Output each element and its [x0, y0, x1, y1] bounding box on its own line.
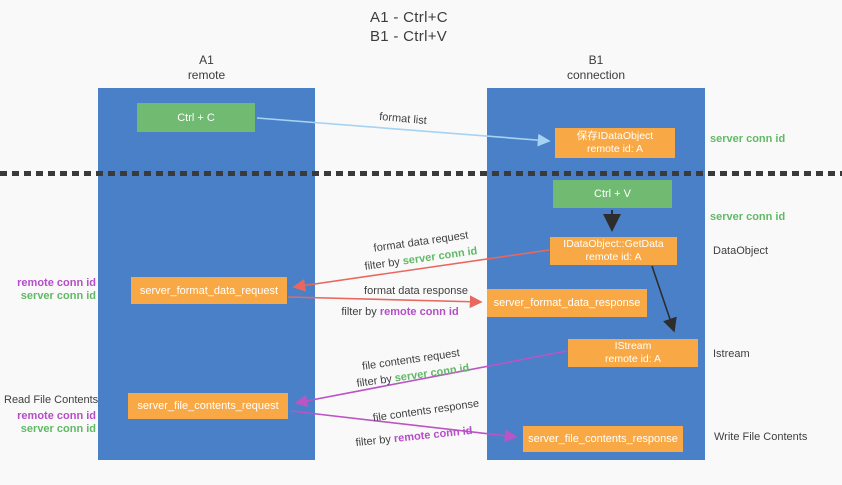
title-line-1: A1 - Ctrl+C — [370, 9, 448, 26]
filter-by-remote-conn-id-format-label: filter by remote conn id — [341, 306, 458, 318]
write-file-contents-label: Write File Contents — [714, 431, 808, 443]
save-idataobject-line1: 保存IDataObject — [576, 130, 654, 142]
lifeline-a1-header: A1 remote — [98, 53, 315, 83]
filter-by-text: filter by — [341, 306, 380, 318]
format-data-response-arrow — [287, 295, 483, 309]
lifeline-a1-name: A1 — [199, 53, 214, 67]
server-conn-id-left-label: server conn id — [20, 290, 96, 302]
istream-side-label: Istream — [713, 348, 750, 360]
format-conn-id-stack: remote conn id server conn id — [4, 277, 96, 303]
getdata-line2: remote id: A — [585, 251, 642, 263]
server-format-data-request-label: server_format_data_request — [139, 284, 279, 297]
getdata-to-istream-arrow — [651, 265, 677, 333]
remote-conn-id-left-label-2: remote conn id — [17, 410, 96, 422]
lifeline-b1-header: B1 connection — [487, 53, 705, 83]
server-file-contents-request-box: server_file_contents_request — [128, 393, 288, 419]
ctrl-v-label: Ctrl + V — [594, 188, 631, 200]
file-contents-request-arrow — [294, 350, 568, 408]
getdata-box: IDataObject::GetData remote id: A — [550, 237, 677, 265]
istream-line2: remote id: A — [604, 353, 662, 365]
server-format-data-response-label: server_format_data_response — [493, 297, 641, 309]
ctrl-v-box: Ctrl + V — [553, 180, 672, 208]
server-file-contents-request-label: server_file_contents_request — [137, 400, 279, 412]
remote-conn-id-text: remote conn id — [379, 306, 459, 318]
server-format-data-request-box: server_format_data_request — [131, 277, 287, 304]
save-idataobject-box: 保存IDataObject remote id: A — [555, 128, 675, 158]
lifeline-b1-role: connection — [566, 68, 626, 82]
server-conn-id-mid-label: server conn id — [710, 211, 786, 223]
dataobject-label: DataObject — [713, 245, 769, 257]
lifeline-b1-name: B1 — [588, 53, 604, 67]
file-conn-id-stack: Read File Contents remote conn id server… — [4, 394, 99, 436]
title-line-2: B1 - Ctrl+V — [370, 28, 448, 45]
server-format-data-response-box: server_format_data_response — [487, 289, 647, 317]
format-data-response-label: format data response — [364, 285, 468, 297]
ctrl-c-label: Ctrl + C — [177, 111, 215, 124]
server-conn-id-top-label: server conn id — [710, 133, 786, 145]
save-idataobject-line2: remote id: A — [586, 143, 644, 155]
ctrl-c-box: Ctrl + C — [137, 103, 255, 132]
getdata-line1: IDataObject::GetData — [563, 238, 664, 250]
dotted-divider — [0, 171, 842, 176]
file-contents-response-arrow — [290, 410, 518, 443]
format-data-request-arrow — [292, 249, 550, 292]
lifeline-a1-role: remote — [187, 68, 226, 82]
server-file-contents-response-box: server_file_contents_response — [523, 426, 683, 452]
istream-line1: IStream — [614, 340, 652, 352]
istream-box: IStream remote id: A — [568, 339, 698, 367]
server-file-contents-response-label: server_file_contents_response — [528, 433, 678, 445]
format-list-arrow — [256, 117, 551, 147]
read-file-contents-label: Read File Contents — [4, 394, 99, 406]
server-conn-id-left-label-2: server conn id — [20, 423, 96, 435]
remote-conn-id-left-label: remote conn id — [17, 277, 96, 289]
diagram-title: A1 - Ctrl+C B1 - Ctrl+V — [370, 8, 448, 46]
